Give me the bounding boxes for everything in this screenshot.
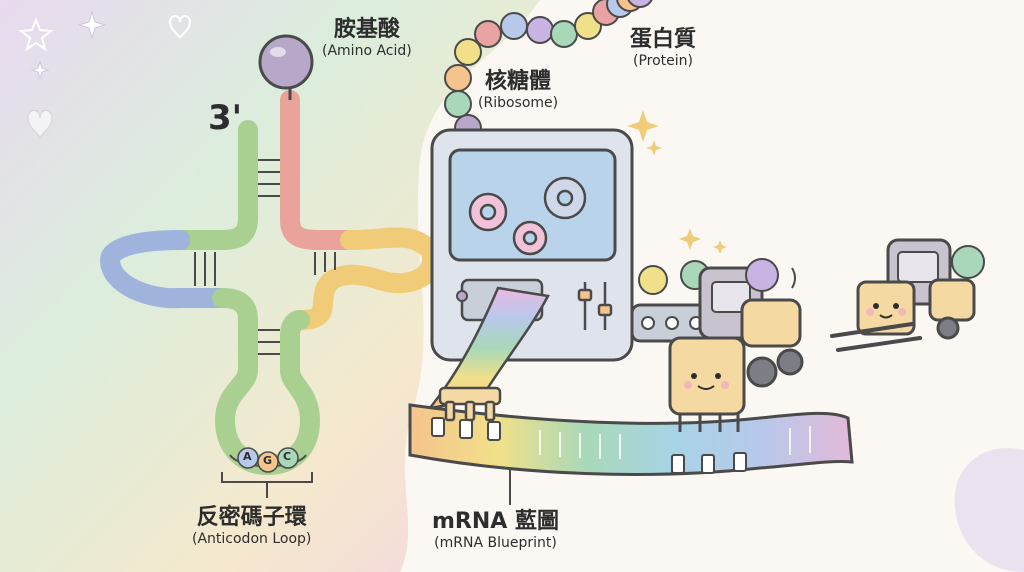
amino-acid-label-zh: 胺基酸 xyxy=(333,17,400,42)
trna-molecule xyxy=(99,90,442,476)
sparkle-icons xyxy=(27,10,107,139)
protein-label: 蛋白質 (Protein) xyxy=(630,27,697,70)
protein-bead xyxy=(474,20,502,48)
slider-controls xyxy=(577,282,613,330)
ribosome-label-en: (Ribosome) xyxy=(478,95,559,112)
ribosome-label-zh: 核糖體 xyxy=(485,69,552,94)
protein-label-en: (Protein) xyxy=(633,53,693,70)
protein-bead xyxy=(444,90,472,118)
claw-grabber xyxy=(438,386,502,422)
pastel-background xyxy=(0,0,540,572)
amino-acid-label: 胺基酸 (Amino Acid) xyxy=(322,17,412,60)
mrna-blueprint-label-en: (mRNA Blueprint) xyxy=(434,535,557,552)
amino-acid-label-en: (Amino Acid) xyxy=(322,43,412,60)
mrna-strip xyxy=(408,403,854,476)
protein-bead xyxy=(454,38,482,66)
anticodon-base-3: C xyxy=(283,450,292,463)
protein-bead xyxy=(444,64,472,92)
protein-bead xyxy=(550,20,578,48)
anticodon-base-2: G xyxy=(263,454,273,467)
trna-pink-strand xyxy=(280,90,360,250)
protein-bead xyxy=(627,0,653,8)
amino-acid-ball xyxy=(258,34,314,100)
mrna-ticks xyxy=(539,426,811,459)
heart-icon xyxy=(168,15,192,39)
anticodon-base-1: A xyxy=(243,450,252,463)
protein-bead-chain xyxy=(444,0,653,142)
protein-bead xyxy=(500,12,528,40)
gear-icon xyxy=(512,220,548,256)
protein-bead xyxy=(526,16,554,44)
protein-label-zh: 蛋白質 xyxy=(630,27,697,52)
anticodon-base-letters: A G C xyxy=(240,450,300,470)
anticodon-bracket xyxy=(221,472,313,498)
ribosome-label: 核糖體 (Ribosome) xyxy=(478,69,559,112)
sparkle-gold-icons xyxy=(627,110,727,254)
ribosome-machine xyxy=(430,128,729,362)
gear-icon xyxy=(543,176,587,220)
trna-yellow-loop xyxy=(290,227,442,330)
star-outline-icon xyxy=(18,17,54,52)
trna-left-strand xyxy=(170,120,258,250)
anticodon-loop-label-zh: 反密碼子環 xyxy=(196,505,307,530)
forklift-robot xyxy=(668,258,804,432)
anticodon-loop-label-en: (Anticodon Loop) xyxy=(192,531,312,548)
base-pair-rungs xyxy=(194,159,336,355)
anticodon-bases xyxy=(229,447,307,473)
three-prime-end-label: 3' xyxy=(208,98,243,138)
trna-blue-loop xyxy=(99,230,232,309)
corner-blob xyxy=(954,448,1024,572)
anticodon-loop-label: 反密碼子環 (Anticodon Loop) xyxy=(192,505,312,548)
gear-icon xyxy=(468,192,508,232)
codon-slots xyxy=(431,417,747,474)
mrna-blueprint-label-zh: mRNA 藍圖 xyxy=(432,509,559,534)
forklift-robot xyxy=(830,238,985,352)
mrna-blueprint-label: mRNA 藍圖 (mRNA Blueprint) xyxy=(432,509,559,552)
